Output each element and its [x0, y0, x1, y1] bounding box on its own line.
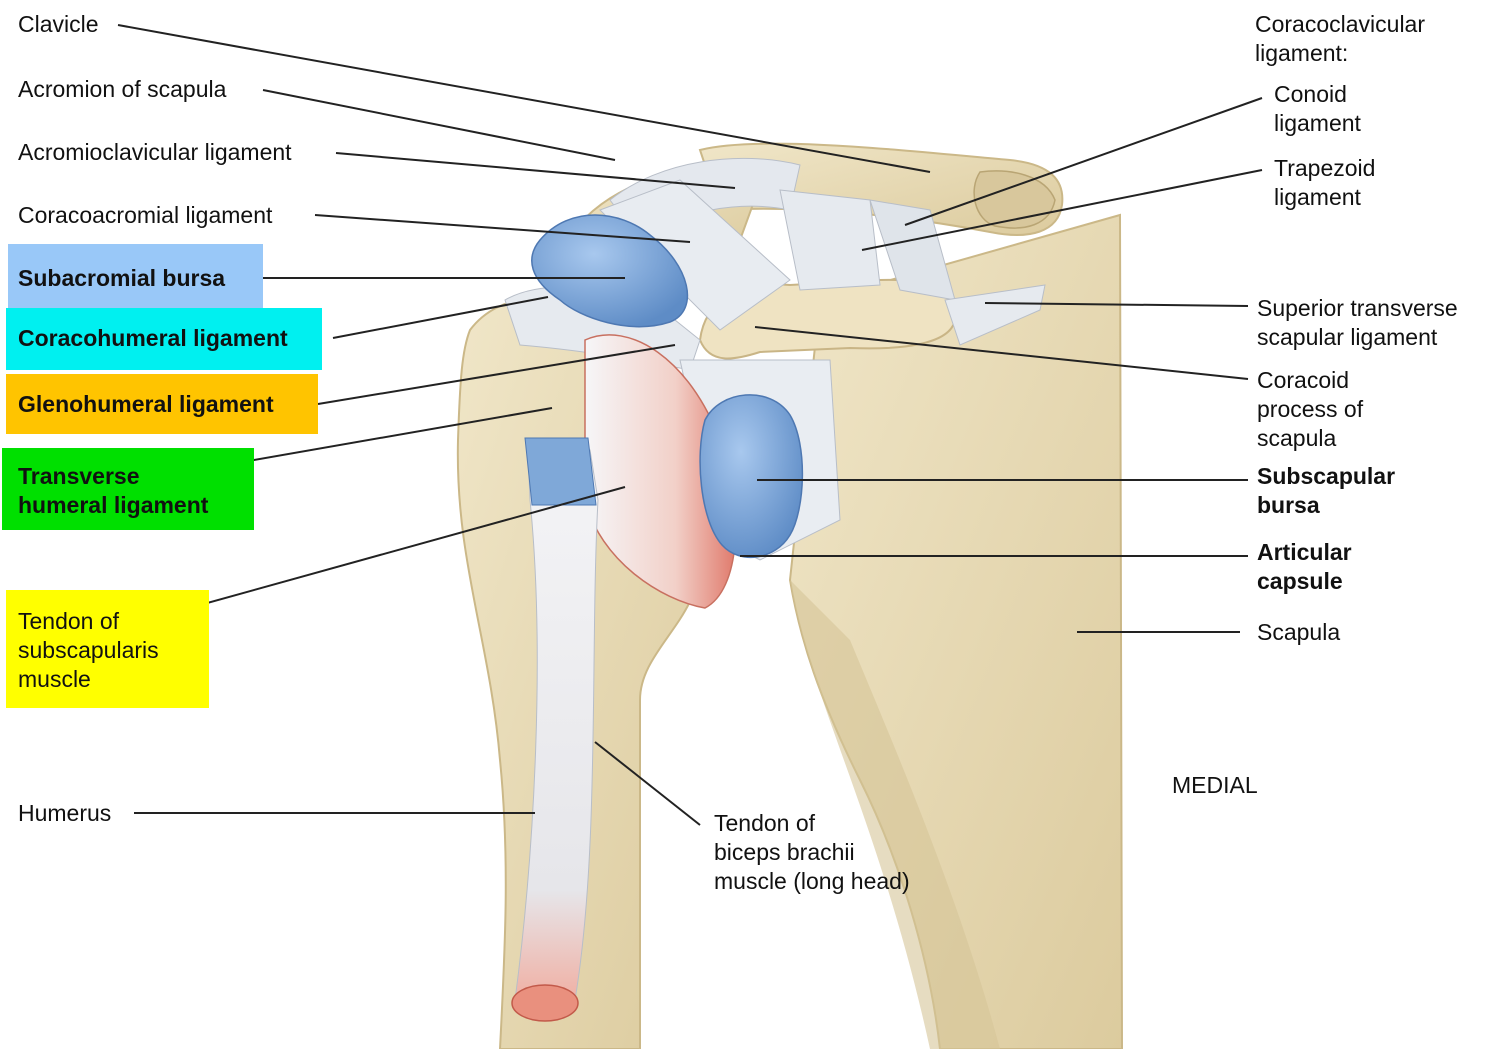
label-biceps-tendon: Tendon of biceps brachii muscle (long he…: [714, 809, 910, 896]
label-line: humeral ligament: [18, 492, 209, 518]
label-line: Articular: [1257, 539, 1352, 565]
label-line: muscle (long head): [714, 868, 910, 894]
label-line: Conoid: [1274, 81, 1347, 107]
coracohumeral-ligament-highlight: [6, 308, 322, 370]
label-glenohumeral-ligament: Glenohumeral ligament: [18, 391, 274, 417]
glenohumeral-ligament-highlight: [6, 374, 318, 434]
label-line: bursa: [1257, 492, 1320, 518]
leader-lines: [117, 24, 1263, 826]
label-line: Coracoid: [1257, 367, 1350, 393]
biceps-cut-end: [511, 984, 579, 1022]
trapezoid-ligament-shape: [779, 189, 881, 291]
label-coracohumeral-ligament: Coracohumeral ligament: [18, 325, 288, 351]
label-acromion: Acromion of scapula: [18, 76, 227, 102]
label-humerus: Humerus: [18, 800, 112, 826]
label-line: Subscapular: [1257, 463, 1396, 489]
label-articular-capsule: Articular capsule: [1257, 538, 1352, 596]
label-subscapular-bursa: Subscapular bursa: [1257, 462, 1395, 520]
label-line: muscle: [18, 666, 91, 692]
transverse-ligament-band: [524, 437, 597, 506]
label-coracoid-process: Coracoid process of scapula: [1257, 366, 1363, 453]
subacromial-bursa-shape: [531, 214, 689, 328]
label-clavicle: Clavicle: [18, 11, 99, 37]
label-line: Tendon of: [18, 608, 120, 634]
label-acromioclavicular-ligament: Acromioclavicular ligament: [18, 139, 292, 165]
label-coracoacromial-ligament: Coracoacromial ligament: [18, 202, 273, 228]
superior-transverse-ligament-shape: [944, 284, 1046, 346]
label-line: Coracoclavicular: [1255, 11, 1426, 37]
label-medial: MEDIAL: [1172, 772, 1258, 798]
label-line: ligament: [1274, 184, 1361, 210]
label-line: capsule: [1257, 568, 1343, 594]
transverse-humeral-ligament-highlight: [2, 448, 254, 530]
label-line: Tendon of: [714, 810, 816, 836]
label-line: scapula: [1257, 425, 1337, 451]
label-transverse-humeral-ligament: Transverse humeral ligament: [18, 462, 208, 520]
label-line: scapular ligament: [1257, 324, 1438, 350]
label-line: subscapularis: [18, 637, 159, 663]
label-line: Transverse: [18, 463, 140, 489]
subscapular-bursa-shape: [699, 394, 804, 559]
label-subscapularis-tendon: Tendon of subscapularis muscle: [18, 607, 159, 694]
label-superior-transverse-scapular-ligament: Superior transverse scapular ligament: [1257, 294, 1458, 352]
label-line: process of: [1257, 396, 1364, 422]
subacromial-bursa-highlight: [8, 244, 263, 308]
label-line: ligament: [1274, 110, 1361, 136]
subscapularis-tendon-highlight: [6, 590, 209, 708]
label-line: Trapezoid: [1274, 155, 1376, 181]
label-trapezoid-ligament: Trapezoid ligament: [1274, 154, 1375, 212]
label-line: ligament:: [1255, 40, 1349, 66]
label-scapula: Scapula: [1257, 619, 1341, 645]
label-coracoclavicular-ligament: Coracoclavicular ligament:: [1255, 10, 1425, 68]
label-line: Superior transverse: [1257, 295, 1458, 321]
label-conoid-ligament: Conoid ligament: [1274, 80, 1361, 138]
label-line: biceps brachii: [714, 839, 855, 865]
label-subacromial-bursa: Subacromial bursa: [18, 265, 226, 291]
